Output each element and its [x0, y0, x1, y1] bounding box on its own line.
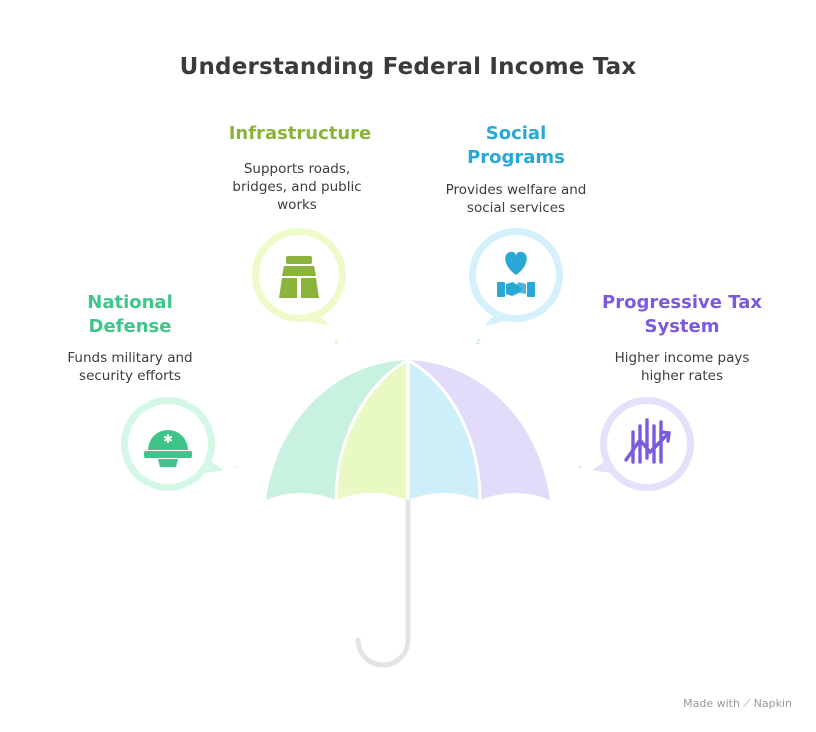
national-defense-label: National Defense — [48, 291, 212, 339]
umbrella-handle — [355, 497, 411, 668]
progressive-tax-desc: Higher income pays higher rates — [592, 349, 772, 385]
infrastructure-label-line1: Infrastructure — [228, 123, 372, 144]
national-defense-desc-line1: Funds military and — [67, 350, 193, 366]
made-with-text: Made with — [683, 697, 740, 710]
national-defense-label-line1: National — [87, 292, 173, 313]
road-icon — [279, 256, 319, 298]
napkin-name: Napkin — [753, 697, 792, 710]
social-programs-desc-line2: social services — [466, 200, 566, 216]
diagram-title: Understanding Federal Income Tax — [179, 54, 637, 80]
national-defense-desc: Funds military and security efforts — [40, 349, 220, 385]
progressive-tax-label: Progressive Tax System — [586, 291, 778, 339]
social-programs-label: Social Programs — [436, 122, 596, 170]
progressive-tax-label-line2: System — [644, 316, 720, 337]
svg-text:": " — [578, 465, 582, 475]
svg-text:✱: ✱ — [163, 432, 173, 446]
umbrella-segment-2 — [336, 360, 408, 500]
progressive-tax-desc-line1: Higher income pays — [614, 350, 750, 366]
heart-handshake-icon — [497, 251, 535, 297]
social-programs-label-line2: Programs — [467, 147, 565, 168]
social-programs-desc: Provides welfare and social services — [421, 181, 611, 217]
social-programs-desc-line1: Provides welfare and — [445, 182, 587, 198]
umbrella-segment-3 — [408, 360, 480, 500]
rising-chart-icon — [624, 418, 671, 464]
national-defense-desc-line2: security efforts — [79, 368, 181, 384]
infrastructure-desc-line2: bridges, and public — [232, 179, 362, 195]
progressive-tax-desc-line2: higher rates — [640, 368, 724, 384]
infrastructure-desc-line3: works — [277, 197, 317, 213]
svg-text:z: z — [476, 337, 481, 347]
umbrella-ribs — [334, 358, 482, 501]
helmet-icon: ✱ — [144, 430, 192, 467]
infrastructure-desc-line1: Supports roads, — [243, 161, 351, 177]
infrastructure-label: Infrastructure — [200, 122, 400, 146]
infrastructure-bubble: s — [252, 228, 346, 347]
svg-text:s: s — [334, 337, 339, 347]
social-programs-label-line1: Social — [485, 123, 547, 144]
napkin-brand: Made with⟋Napkin — [683, 697, 792, 711]
umbrella-segment-4 — [408, 360, 550, 500]
umbrella-segment-1 — [266, 360, 408, 500]
progressive-tax-label-line1: Progressive Tax — [602, 292, 762, 313]
national-defense-label-line2: Defense — [88, 316, 172, 337]
napkin-logo-icon: ⟋ — [742, 697, 751, 710]
svg-text:": " — [233, 465, 237, 475]
infrastructure-desc: Supports roads, bridges, and public work… — [207, 160, 387, 214]
